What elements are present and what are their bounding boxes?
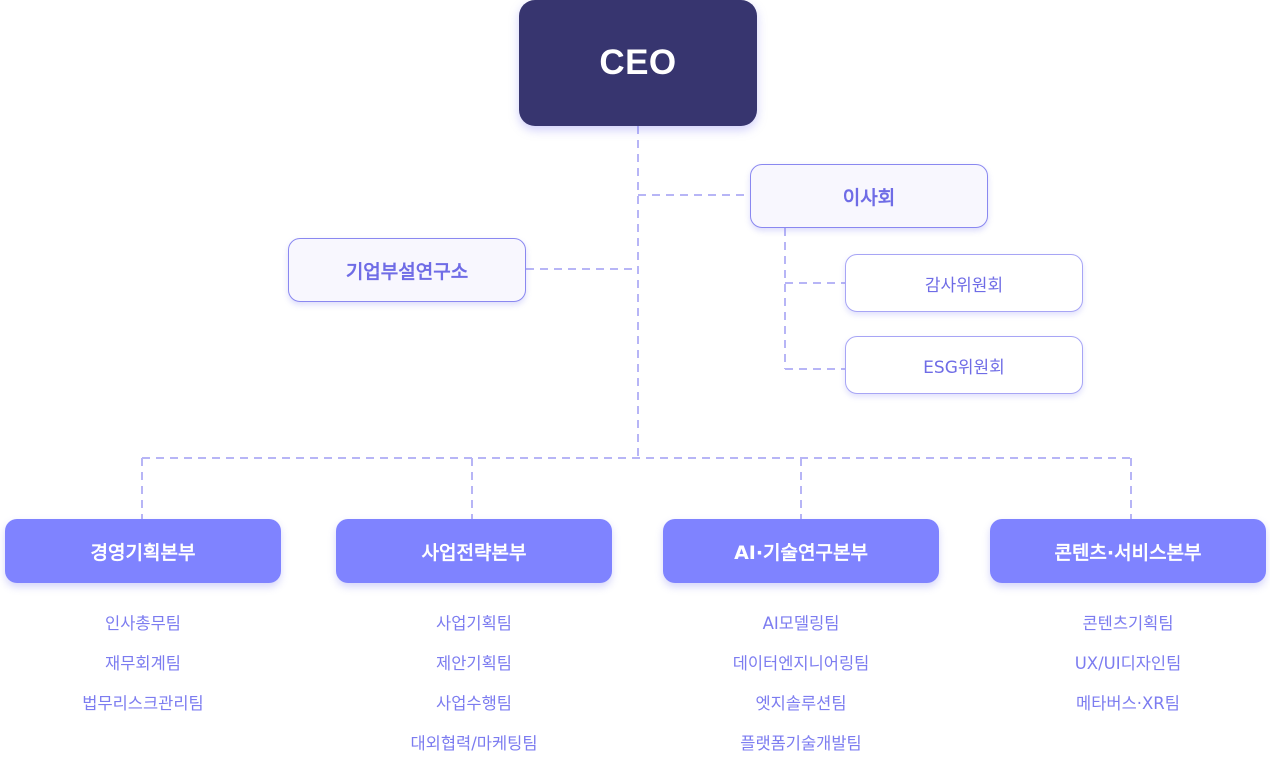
- team-list-management-planning: 인사총무팀 재무회계팀 법무리스크관리팀: [5, 604, 281, 724]
- division-node-business-strategy: 사업전략본부: [336, 519, 612, 583]
- division-node-ai-tech-research: AI·기술연구본부: [663, 519, 939, 583]
- team-item: 플랫폼기술개발팀: [740, 734, 862, 753]
- board-node: 이사회: [750, 164, 988, 228]
- team-list-ai-tech-research: AI모델링팀 데이터엔지니어링팀 엣지솔루션팀 플랫폼기술개발팀: [663, 604, 939, 764]
- team-item: 사업기획팀: [436, 614, 512, 633]
- team-item: AI모델링팀: [762, 614, 840, 633]
- committee-label: ESG위원회: [923, 357, 1005, 378]
- team-list-content-service: 콘텐츠기획팀 UX/UI디자인팀 메타버스·XR팀: [990, 604, 1266, 724]
- team-item: 데이터엔지니어링팀: [732, 654, 870, 673]
- division-node-management-planning: 경영기획본부: [5, 519, 281, 583]
- division-label: 사업전략본부: [421, 541, 527, 564]
- ceo-node: CEO: [519, 0, 757, 126]
- team-list-business-strategy: 사업기획팀 제안기획팀 사업수행팀 대외협력/마케팅팀: [336, 604, 612, 764]
- ceo-label: CEO: [599, 43, 677, 82]
- research-lab-label: 기업부설연구소: [345, 260, 469, 283]
- team-item: 엣지솔루션팀: [755, 694, 847, 713]
- team-item: 콘텐츠기획팀: [1082, 614, 1174, 633]
- division-label: 콘텐츠·서비스본부: [1054, 541, 1202, 564]
- esg-committee-node: ESG위원회: [845, 336, 1083, 394]
- team-item: 메타버스·XR팀: [1076, 694, 1180, 713]
- committee-label: 감사위원회: [924, 275, 1004, 296]
- team-item: 재무회계팀: [105, 654, 181, 673]
- division-label: 경영기획본부: [90, 541, 196, 564]
- team-item: 법무리스크관리팀: [82, 694, 204, 713]
- team-item: 사업수행팀: [436, 694, 512, 713]
- audit-committee-node: 감사위원회: [845, 254, 1083, 312]
- team-item: UX/UI디자인팀: [1074, 654, 1182, 673]
- research-lab-node: 기업부설연구소: [288, 238, 526, 302]
- board-label: 이사회: [842, 186, 896, 209]
- division-node-content-service: 콘텐츠·서비스본부: [990, 519, 1266, 583]
- team-item: 인사총무팀: [105, 614, 181, 633]
- division-label: AI·기술연구본부: [734, 541, 868, 564]
- team-item: 대외협력/마케팅팀: [410, 734, 538, 753]
- team-item: 제안기획팀: [436, 654, 512, 673]
